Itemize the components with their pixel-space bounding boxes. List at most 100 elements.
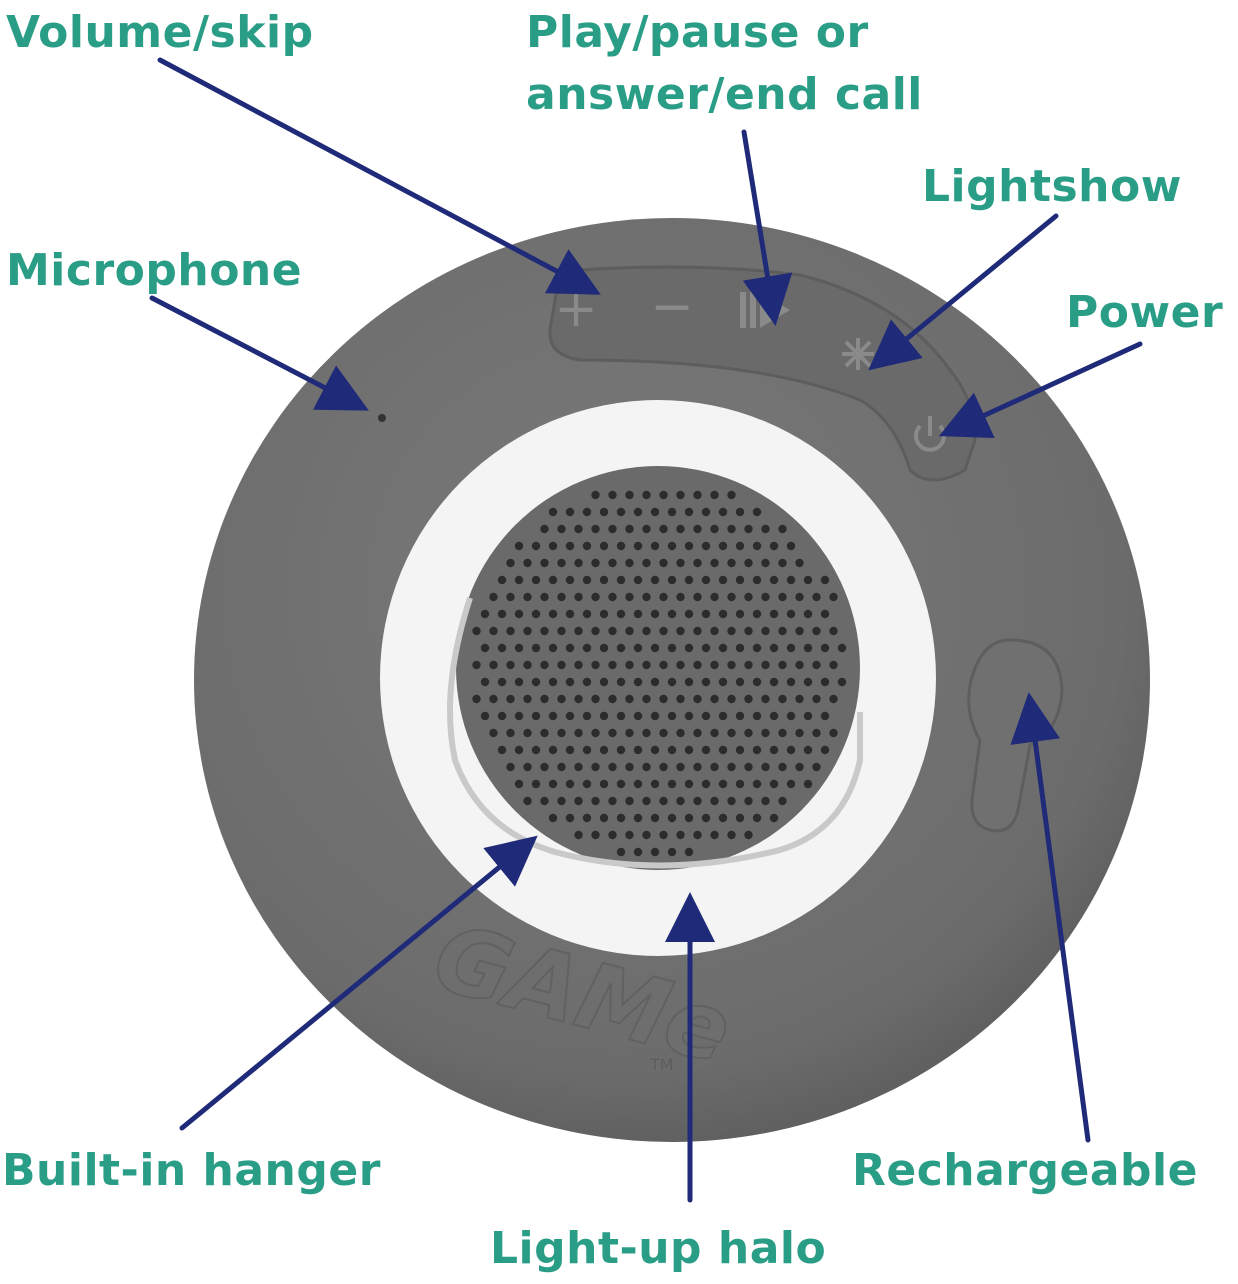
grille-hole	[710, 796, 719, 806]
grille-hole	[506, 558, 515, 568]
grille-hole	[625, 762, 634, 772]
grille-hole	[667, 575, 677, 585]
grille-hole	[778, 524, 787, 534]
grille-hole	[574, 660, 583, 670]
grille-hole	[540, 660, 549, 670]
grille-hole	[548, 541, 558, 551]
grille-hole	[608, 830, 617, 840]
grille-hole	[642, 694, 651, 704]
grille-hole	[489, 728, 498, 738]
grille-hole	[599, 575, 609, 585]
grille-hole	[812, 626, 821, 636]
grille-hole	[786, 779, 796, 789]
grille-hole	[531, 643, 541, 653]
grille-hole	[718, 779, 728, 789]
grille-hole	[548, 745, 558, 755]
grille-hole	[625, 694, 634, 704]
grille-hole	[778, 626, 787, 636]
grille-hole	[667, 745, 677, 755]
grille-hole	[497, 575, 507, 585]
grille-hole	[616, 779, 626, 789]
grille-hole	[523, 626, 532, 636]
grille-hole	[684, 609, 694, 619]
grille-hole	[659, 762, 668, 772]
grille-hole	[659, 830, 668, 840]
grille-hole	[769, 711, 779, 721]
grille-hole	[642, 728, 651, 738]
grille-hole	[616, 609, 626, 619]
grille-hole	[633, 507, 643, 517]
grille-hole	[829, 694, 838, 704]
grille-hole	[676, 558, 685, 568]
grille-hole	[752, 745, 762, 755]
grille-hole	[625, 524, 634, 534]
grille-hole	[752, 677, 762, 687]
grille-hole	[778, 694, 787, 704]
grille-hole	[565, 813, 575, 823]
grille-hole	[659, 660, 668, 670]
grille-hole	[667, 813, 677, 823]
grille-hole	[591, 660, 600, 670]
grille-hole	[769, 779, 779, 789]
grille-hole	[642, 796, 651, 806]
grille-hole	[676, 592, 685, 602]
volume-down-button[interactable]: −	[650, 277, 694, 337]
grille-hole	[735, 677, 745, 687]
grille-hole	[506, 660, 515, 670]
grille-hole	[625, 796, 634, 806]
grille-hole	[548, 507, 558, 517]
grille-hole	[591, 762, 600, 772]
grille-hole	[786, 609, 796, 619]
lightshow-icon[interactable]	[842, 338, 874, 370]
grille-hole	[650, 575, 660, 585]
grille-hole	[761, 728, 770, 738]
grille-hole	[684, 813, 694, 823]
arrow-lightshow	[868, 213, 1059, 371]
grille-hole	[684, 745, 694, 755]
grille-hole	[727, 762, 736, 772]
label-volume-skip: Volume/skip	[6, 7, 314, 58]
grille-hole	[574, 558, 583, 568]
grille-hole	[608, 626, 617, 636]
grille-hole	[616, 711, 626, 721]
grille-hole	[735, 779, 745, 789]
grille-hole	[667, 711, 677, 721]
grille-hole	[735, 575, 745, 585]
grille-hole	[591, 490, 600, 500]
grille-hole	[735, 745, 745, 755]
grille-hole	[565, 745, 575, 755]
grille-hole	[701, 711, 711, 721]
grille-hole	[727, 694, 736, 704]
grille-hole	[616, 677, 626, 687]
grille-hole	[548, 711, 558, 721]
grille-hole	[744, 694, 753, 704]
grille-hole	[676, 762, 685, 772]
grille-hole	[497, 643, 507, 653]
grille-hole	[829, 728, 838, 738]
grille-hole	[684, 677, 694, 687]
grille-hole	[650, 643, 660, 653]
grille-hole	[557, 660, 566, 670]
grille-hole	[701, 507, 711, 517]
grille-hole	[659, 796, 668, 806]
grille-hole	[591, 694, 600, 704]
grille-hole	[769, 745, 779, 755]
grille-hole	[582, 813, 592, 823]
grille-hole	[676, 524, 685, 534]
grille-hole	[608, 558, 617, 568]
grille-hole	[523, 694, 532, 704]
grille-hole	[633, 643, 643, 653]
grille-hole	[795, 592, 804, 602]
grille-hole	[676, 728, 685, 738]
grille-hole	[616, 847, 626, 857]
grille-hole	[667, 541, 677, 551]
grille-hole	[540, 796, 549, 806]
grille-hole	[650, 813, 660, 823]
grille-hole	[735, 711, 745, 721]
grille-hole	[574, 830, 583, 840]
grille-hole	[633, 813, 643, 823]
grille-hole	[701, 575, 711, 585]
trademark-mark: TM	[649, 1055, 674, 1074]
grille-hole	[523, 558, 532, 568]
